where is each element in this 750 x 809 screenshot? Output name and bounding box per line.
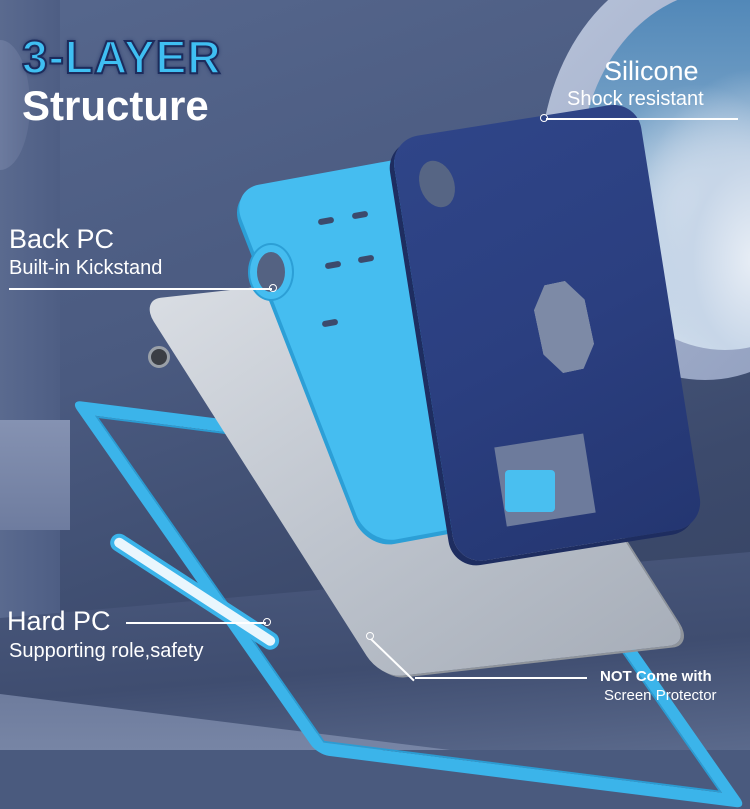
silicone-pointer-dot-icon — [540, 114, 548, 122]
hard-pc-pointer-dot-icon — [263, 618, 271, 626]
back-pc-pointer-dot-icon — [269, 284, 277, 292]
background-ledge — [0, 420, 70, 530]
silicone-leader-line — [546, 118, 738, 120]
back-pc-leader-line — [9, 288, 272, 290]
headline-3-layer: 3-LAYER — [21, 30, 222, 84]
screen-leader-line — [415, 677, 587, 679]
back-pc-subtitle: Built-in Kickstand — [9, 257, 163, 279]
silicone-subtitle: Shock resistant — [567, 88, 704, 110]
screen-protector-note-title: NOT Come with — [600, 668, 712, 685]
screen-pointer-dot-icon — [366, 632, 374, 640]
screen-protector-note-subtitle: Screen Protector — [604, 687, 717, 704]
hard-pc-title: Hard PC — [7, 606, 111, 636]
silicone-title: Silicone — [604, 56, 699, 86]
back-pc-title: Back PC — [9, 224, 115, 254]
kickstand — [505, 470, 555, 512]
headline-structure: Structure — [22, 82, 209, 129]
hard-pc-leader-line — [126, 622, 266, 624]
hard-pc-subtitle: Supporting role,safety — [9, 640, 204, 662]
tablet-camera-icon — [148, 346, 170, 368]
